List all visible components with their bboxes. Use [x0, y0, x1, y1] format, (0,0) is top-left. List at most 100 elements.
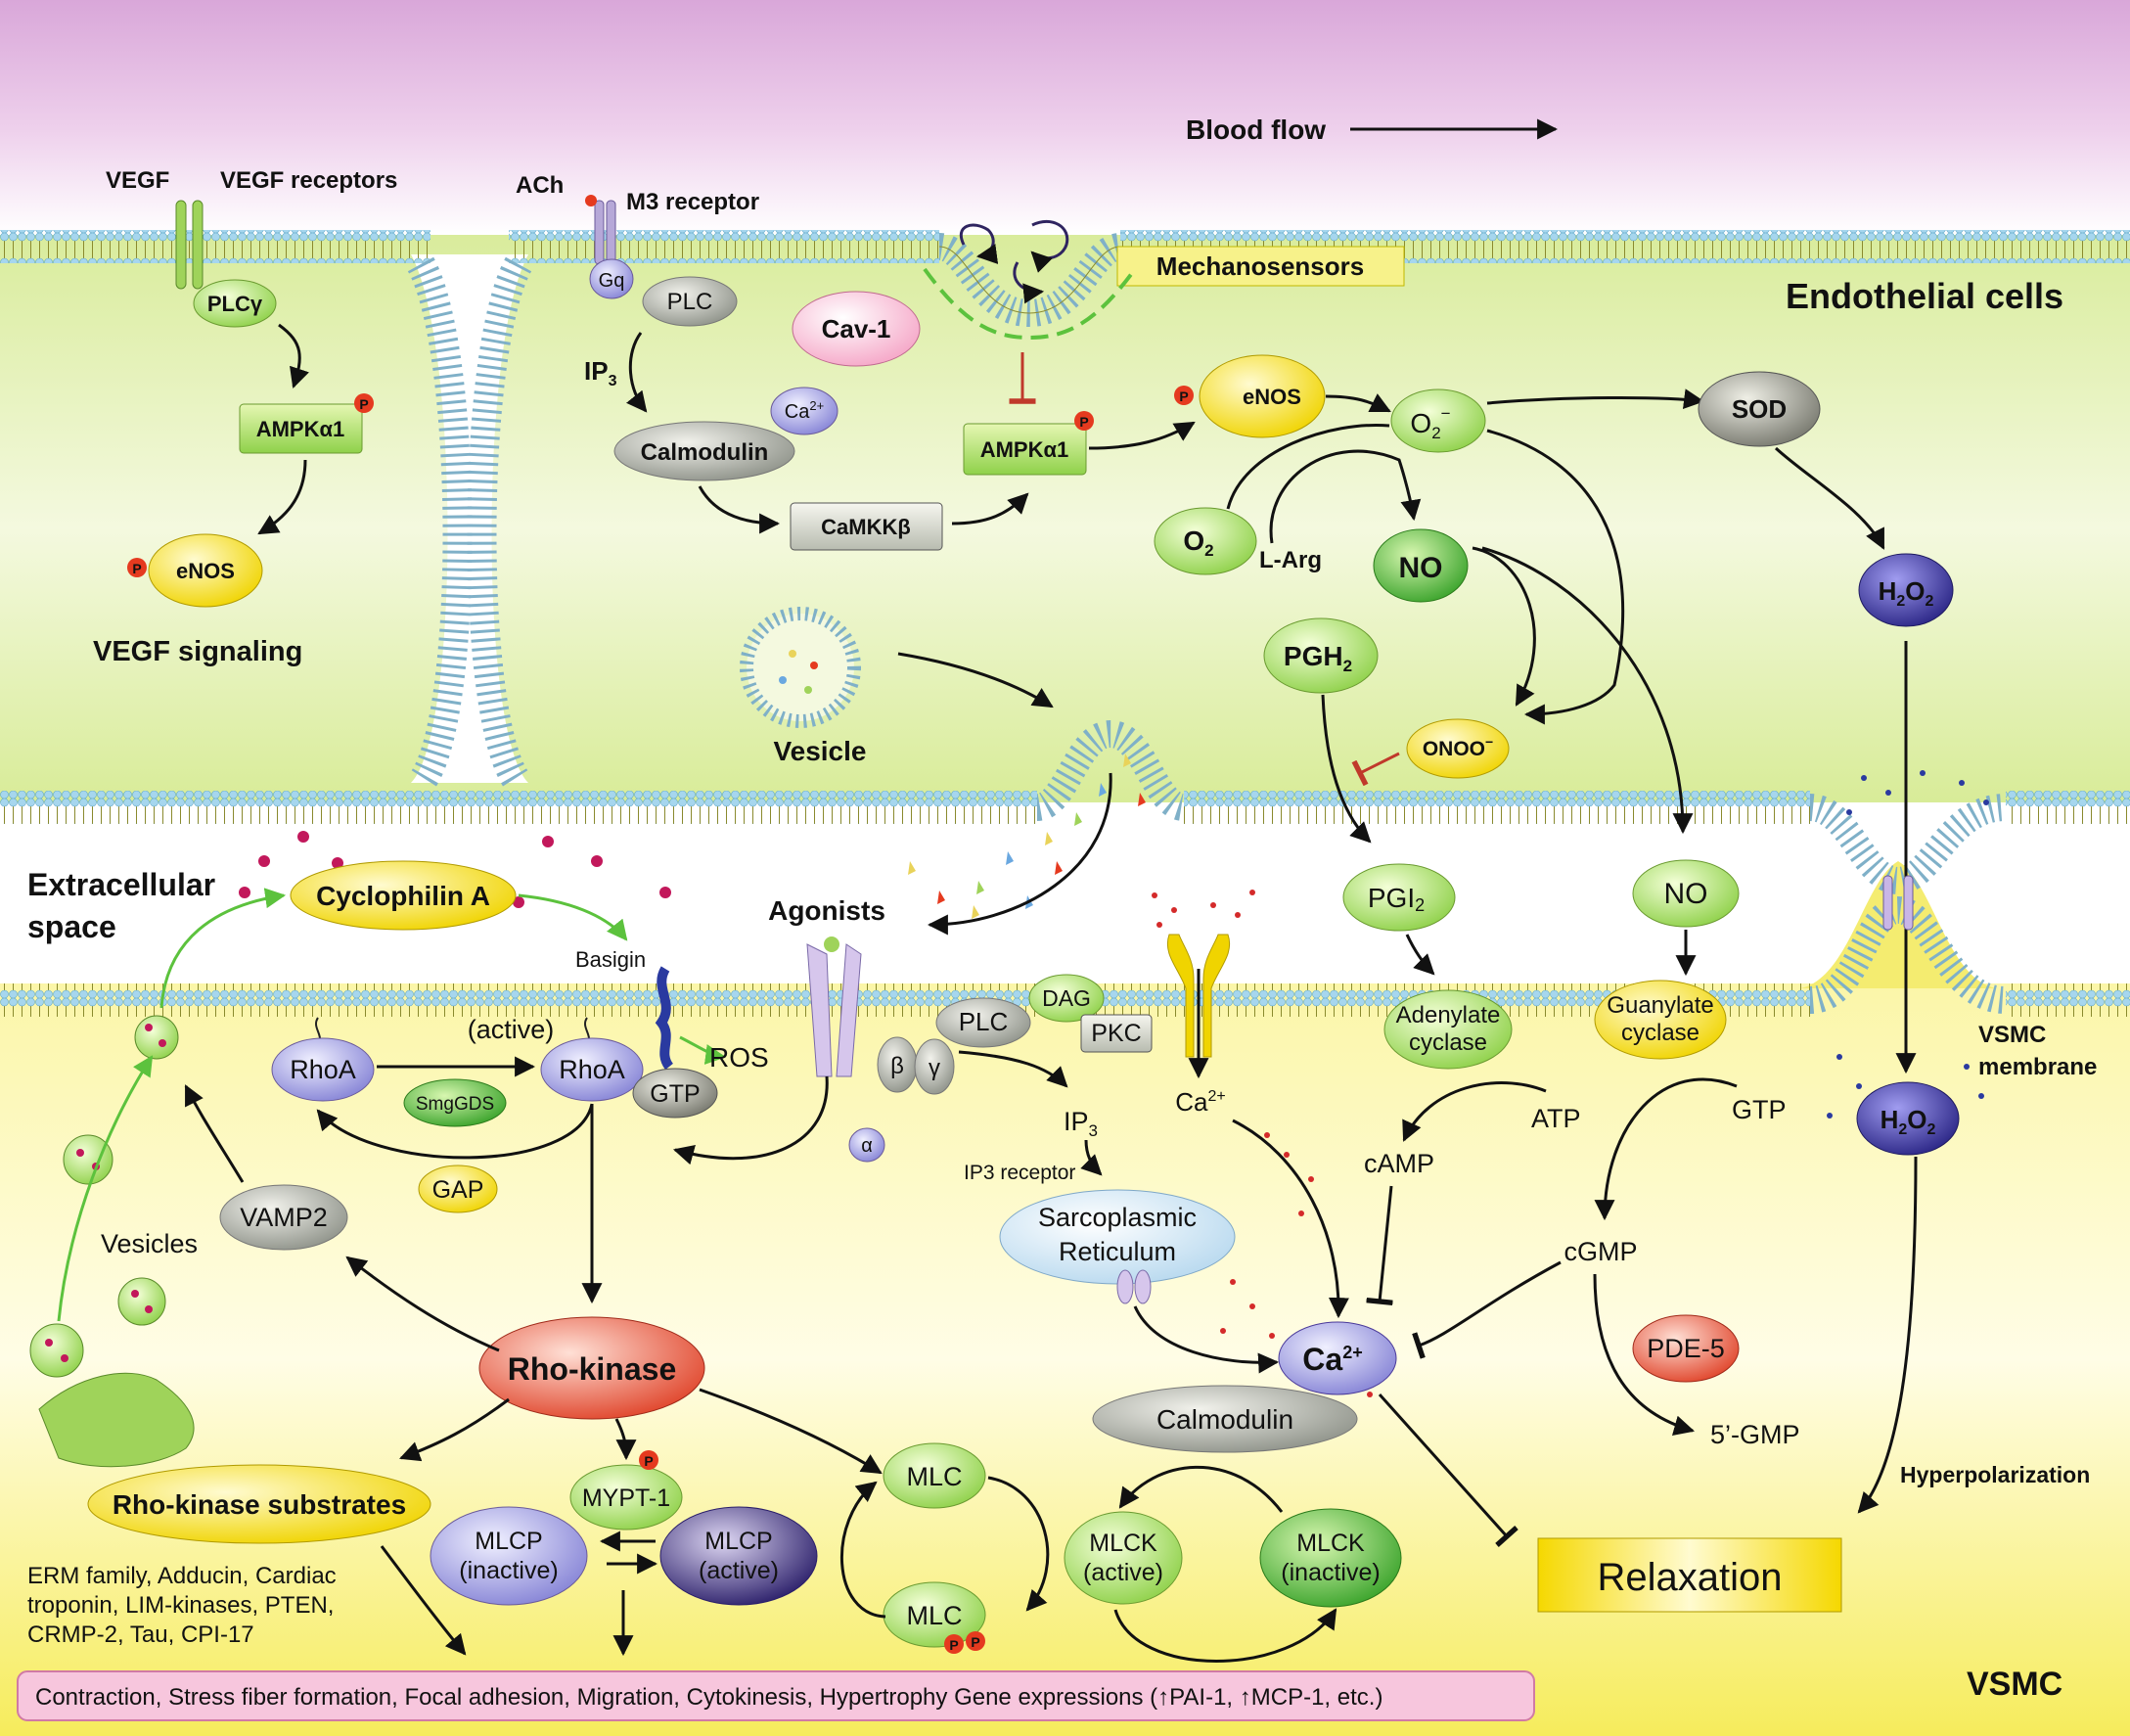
- plc-ach-label: PLC: [667, 289, 713, 315]
- camkk-beta-node: [790, 502, 943, 551]
- no-vsmc-node: [1632, 859, 1740, 928]
- camkk-beta-label: CaMKKβ: [821, 515, 911, 539]
- smggds-node: [403, 1078, 507, 1127]
- guanylate-cyclase-node: [1594, 980, 1727, 1060]
- phospho-mypt1-label: P: [644, 1453, 653, 1469]
- mlc-bottom-node: [883, 1581, 986, 1648]
- outcomes-label: Contraction, Stress fiber formation, Foc…: [35, 1684, 1382, 1711]
- vamp2-label: VAMP2: [240, 1203, 328, 1232]
- gq-node: [589, 258, 634, 299]
- ach-label: ACh: [516, 172, 564, 199]
- adenylate-cyclase-label-1: Adenylate: [1396, 1002, 1501, 1028]
- sod-label: SOD: [1732, 394, 1787, 424]
- no-endo-label: NO: [1399, 552, 1443, 584]
- g-beta-label: β: [890, 1053, 904, 1079]
- rho-kinase-substrates-node: [87, 1464, 431, 1544]
- gtp-rhoa-node: [632, 1068, 718, 1119]
- calmodulin-endo-label: Calmodulin: [641, 439, 769, 466]
- 5gmp-label: 5’-GMP: [1710, 1420, 1800, 1449]
- mechanosensors-box: [1116, 246, 1405, 287]
- calmodulin-vsmc-node: [1092, 1385, 1358, 1453]
- cyclophilin-a-label: Cyclophilin A: [316, 881, 490, 911]
- gap-junction-icon: [1882, 875, 1914, 931]
- cav1-label: Cav-1: [822, 314, 891, 343]
- vamp2-node: [219, 1184, 348, 1251]
- pde5-label: PDE-5: [1647, 1334, 1725, 1363]
- vesicle-label: Vesicle: [774, 736, 867, 766]
- vegf-receptor-icon: [175, 200, 204, 290]
- basigin-receptor-icon: [655, 966, 674, 1071]
- rhoa-inactive-node: [271, 1037, 375, 1102]
- calcium-channel-icon: [1167, 934, 1230, 1058]
- pgi2-node: [1342, 863, 1456, 932]
- m3-receptor-icon: [585, 195, 616, 265]
- cyclophilin-a-node: [290, 860, 517, 931]
- phospho-mlc-icon-1: [944, 1634, 964, 1654]
- extracellular-particles: [239, 831, 671, 908]
- ampk-alpha1-vegf-node: [239, 403, 363, 454]
- dag-node: [1028, 974, 1105, 1023]
- endothelial-layer: [0, 235, 2130, 822]
- calmodulin-endo-node: [613, 421, 795, 481]
- rhoa-inactive-label: RhoA: [290, 1055, 356, 1084]
- superoxide-node: [1390, 388, 1486, 453]
- no-diffusion-dots: [1827, 770, 1989, 1119]
- endo-vesicle-icon: [740, 607, 861, 728]
- substrates-list-line-2: troponin, LIM-kinases, PTEN,: [27, 1592, 334, 1619]
- rhoa-active-node: [540, 1037, 644, 1102]
- plc-gamma-node: [193, 279, 277, 328]
- endothelial-cells-label: Endothelial cells: [1786, 276, 2063, 316]
- rhoa-active-state-label: (active): [468, 1015, 555, 1044]
- pkc-node: [1080, 1014, 1153, 1053]
- calcium-center-node: [1278, 1321, 1397, 1395]
- g-alpha-node: [848, 1127, 885, 1163]
- gap-node: [418, 1165, 498, 1213]
- extracellular-label-1: Extracellular: [27, 867, 215, 902]
- phospho-ampk-mechano-label: P: [1079, 414, 1088, 430]
- cgmp-label: cGMP: [1564, 1237, 1637, 1266]
- no-vsmc-label: NO: [1664, 878, 1708, 910]
- substrates-list-line-1: ERM family, Adducin, Cardiac: [27, 1563, 337, 1589]
- mlck-active-label-1: MLCK: [1089, 1530, 1157, 1557]
- hyperpolarization-label: Hyperpolarization: [1900, 1462, 2090, 1487]
- substrates-list-line-3: CRMP-2, Tau, CPI-17: [27, 1622, 254, 1648]
- ca-endo-label: Ca2+: [785, 398, 824, 423]
- atp-label: ATP: [1531, 1104, 1581, 1133]
- vsmc-label: VSMC: [1967, 1666, 2062, 1703]
- mlcp-inactive-label-1: MLCP: [475, 1528, 542, 1555]
- phospho-enos-mechano-icon: [1174, 386, 1194, 405]
- pgh2-label: PGH2: [1284, 641, 1352, 675]
- rho-kinase-substrates-label: Rho-kinase substrates: [113, 1489, 406, 1520]
- calcium-center-label: Ca2+: [1302, 1342, 1362, 1377]
- vesicles-label: Vesicles: [101, 1229, 198, 1258]
- ip3-receptor-label: IP3 receptor: [964, 1162, 1075, 1184]
- mlck-inactive-label-2: (inactive): [1281, 1559, 1380, 1586]
- ca-channel-label: Ca2+: [1175, 1087, 1226, 1117]
- extracellular-label-2: space: [27, 909, 116, 944]
- enos-mechano-node: [1199, 354, 1326, 438]
- phospho-enos-vegf-label: P: [132, 561, 141, 576]
- calcium-dots: [1152, 890, 1392, 1397]
- ip3-receptor-channel-icon: [1116, 1269, 1152, 1304]
- mlc-top-node: [883, 1442, 986, 1509]
- plc-ach-node: [642, 276, 738, 327]
- plc-gamma-label: PLCγ: [207, 292, 263, 316]
- phospho-enos-vegf-icon: [127, 558, 147, 577]
- cell-junction-gap: [411, 254, 528, 783]
- ca-endo-node: [770, 387, 838, 435]
- endothelial-lateral-membranes: [407, 256, 532, 793]
- peroxynitrite-node: [1406, 718, 1510, 779]
- phospho-ampk-vegf-icon: [354, 393, 374, 413]
- smggds-label: SmgGDS: [416, 1094, 494, 1115]
- basigin-label: Basigin: [575, 947, 646, 972]
- peroxynitrite-label: ONOO−: [1423, 734, 1493, 760]
- rhoa-active-label: RhoA: [559, 1055, 625, 1084]
- g-gamma-node: [914, 1038, 955, 1095]
- rho-kinase-node: [478, 1316, 705, 1420]
- enos-mechano-label: eNOS: [1243, 385, 1301, 409]
- plc-vsmc-node: [935, 997, 1031, 1048]
- rho-kinase-label: Rho-kinase: [508, 1351, 676, 1387]
- vegf-receptors-label: VEGF receptors: [220, 167, 397, 194]
- mlcp-active-node: [659, 1506, 818, 1606]
